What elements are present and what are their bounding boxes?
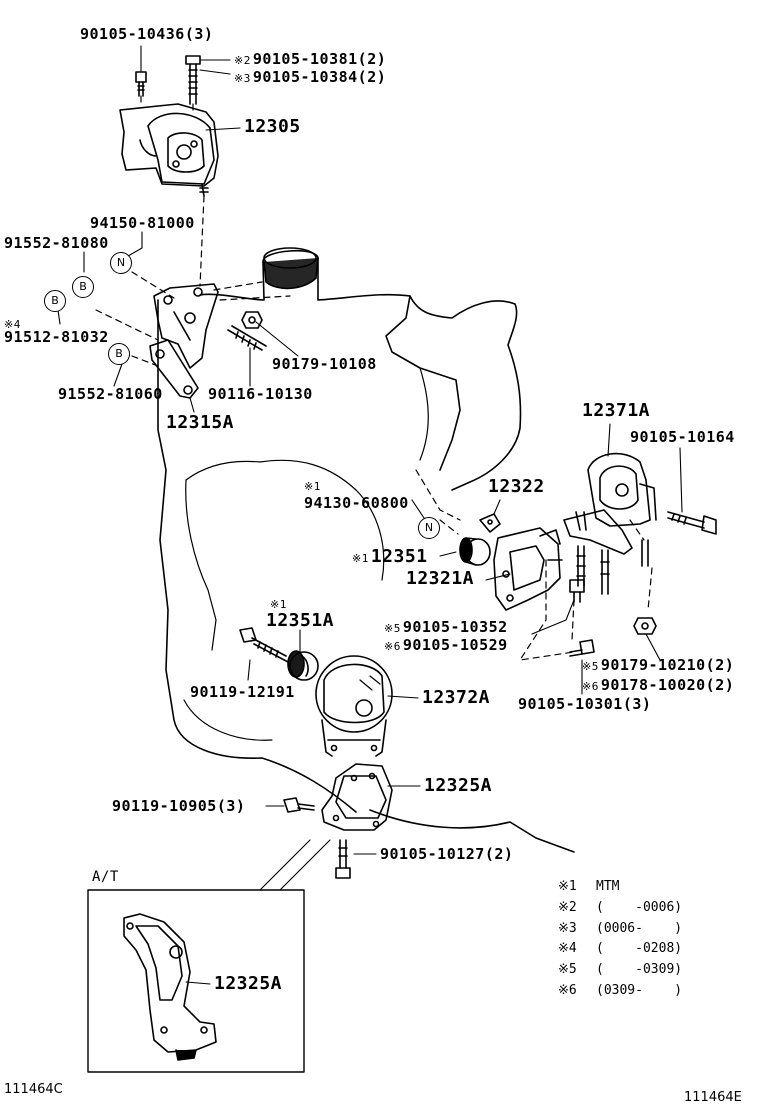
mount-12371A-shape bbox=[563, 452, 657, 555]
note-row: ※6(0309- ) bbox=[558, 983, 683, 998]
bolt-90105-10301 bbox=[569, 639, 595, 657]
engine-outline bbox=[157, 247, 575, 853]
bracket-12321A-shape bbox=[493, 527, 563, 611]
note-mark-1-a: ※1 bbox=[304, 480, 321, 493]
inset-title: A/T bbox=[92, 869, 119, 885]
circle-marker-b-2: B bbox=[44, 290, 66, 312]
circle-marker-n-mid: N bbox=[418, 517, 440, 539]
label-90119-10905: 90119-10905(3) bbox=[112, 797, 246, 815]
note-row: ※5( -0309) bbox=[558, 962, 683, 977]
label-90179-10108: 90179-10108 bbox=[272, 355, 377, 373]
nut-90179-10210 bbox=[633, 617, 657, 635]
label-90105-10164: 90105-10164 bbox=[630, 428, 735, 446]
circle-marker-b-3: B bbox=[108, 343, 130, 365]
circle-marker-n-top: N bbox=[110, 252, 132, 274]
label-94130-60800-mark: ※1 bbox=[304, 478, 323, 493]
label-12372A: 12372A bbox=[422, 687, 491, 708]
label-90119-12191: 90119-12191 bbox=[190, 683, 295, 701]
bolt-90105-10352 bbox=[569, 579, 585, 603]
label-90105-10436: 90105-10436(3) bbox=[80, 25, 214, 43]
label-91552-81080: 91552-81080 bbox=[4, 234, 109, 252]
bolt-90105-10436 bbox=[135, 71, 147, 97]
label-12305: 12305 bbox=[244, 116, 301, 137]
illustration-code-left: 111464C bbox=[4, 1082, 63, 1097]
bushing-12351A-shape bbox=[287, 650, 319, 681]
mount-12372A-shape bbox=[315, 655, 393, 757]
label-12371A: 12371A bbox=[582, 400, 651, 421]
label-12351A: 12351A bbox=[266, 610, 335, 631]
bolt-90119-12191 bbox=[239, 627, 289, 663]
studs-12371A bbox=[576, 539, 649, 595]
label-90105-10127: 90105-10127(2) bbox=[380, 845, 514, 863]
bolt-90105-10381 bbox=[185, 55, 201, 105]
note-mark-2: ※2 bbox=[234, 54, 251, 67]
label-94130-60800: 94130-60800 bbox=[304, 494, 409, 512]
label-90116-10130: 90116-10130 bbox=[208, 385, 313, 403]
note-mark-3: ※3 bbox=[234, 72, 251, 85]
label-91512-81032-number: 91512-81032 bbox=[4, 328, 109, 346]
bushing-12351-shape bbox=[459, 537, 491, 566]
label-91552-81060: 91552-81060 bbox=[58, 385, 163, 403]
label-12321A: 12321A bbox=[406, 568, 475, 589]
note-mark-1-c: ※1 bbox=[270, 598, 287, 611]
note-mark-1-b: ※1 bbox=[352, 552, 369, 565]
bolt-90105-10127 bbox=[335, 839, 351, 879]
circle-marker-b-1: B bbox=[72, 276, 94, 298]
note-mark-5-a: ※5 bbox=[384, 622, 401, 635]
nut-90179-10108 bbox=[241, 311, 263, 329]
label-91512-81032: ※4 bbox=[4, 316, 23, 331]
label-90105-10301: 90105-10301(3) bbox=[518, 695, 652, 713]
note-mark-6-a: ※6 bbox=[384, 640, 401, 653]
part-12322-shape bbox=[479, 513, 501, 533]
illustration-code-right: 111464E bbox=[684, 1090, 742, 1105]
bracket-12325A-shape bbox=[321, 763, 393, 831]
bracket-12315A-shape bbox=[149, 283, 219, 399]
dashed-guides bbox=[95, 95, 653, 661]
note-mark-6-b: ※6 bbox=[582, 680, 599, 693]
label-12325A: 12325A bbox=[424, 775, 493, 796]
note-mark-4: ※4 bbox=[4, 318, 21, 331]
note-row: ※3(0006- ) bbox=[558, 921, 683, 936]
bolt-90105-10164 bbox=[667, 511, 717, 535]
label-12315A: 12315A bbox=[166, 412, 235, 433]
note-row: ※2( -0006) bbox=[558, 900, 683, 915]
inset-at bbox=[87, 889, 305, 1073]
label-12322: 12322 bbox=[488, 476, 545, 497]
note-mark-5-b: ※5 bbox=[582, 660, 599, 673]
stud-90116-10130 bbox=[227, 325, 267, 351]
note-row: ※4( -0208) bbox=[558, 941, 683, 956]
mount-12305-shape bbox=[119, 103, 219, 197]
label-12351A-mark: ※1 bbox=[270, 596, 289, 611]
bolt-90119-10905 bbox=[283, 797, 315, 813]
label-94150-81000: 94150-81000 bbox=[90, 214, 195, 232]
label-12325A-inset: 12325A bbox=[214, 973, 283, 994]
leader-lines bbox=[57, 45, 683, 891]
